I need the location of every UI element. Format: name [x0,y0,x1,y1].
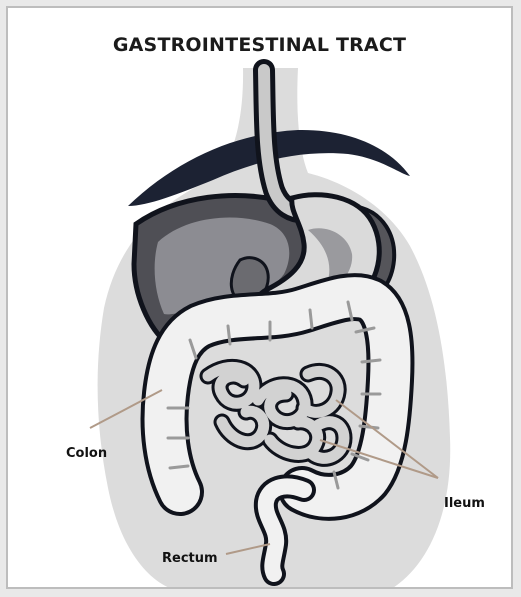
diagram-frame: GASTROINTESTINAL TRACT [6,6,513,589]
rectum-label: Rectum [162,551,218,566]
gi-tract-illustration [8,8,513,589]
colon-label: Colon [66,446,107,461]
ileum-label: Ileum [444,496,485,511]
